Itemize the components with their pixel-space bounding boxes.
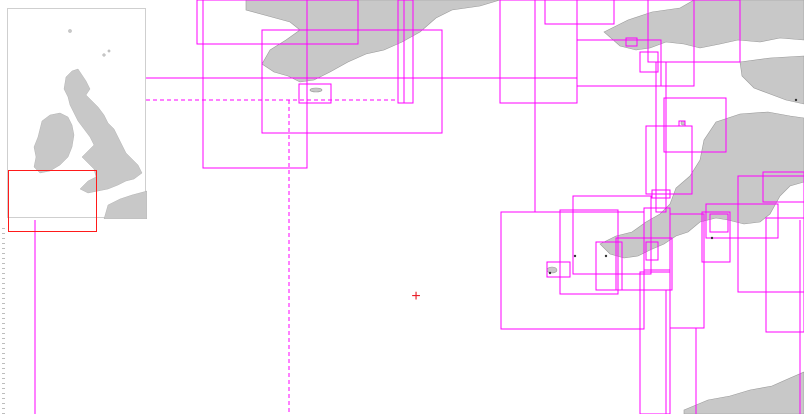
overview-land-shetland [68,29,72,33]
port-markers [548,98,798,275]
overview-land-ireland [33,112,75,174]
overview-land-orkney [102,53,106,57]
land-brittany [683,371,804,414]
chart-coverage-layer[interactable] [34,0,804,414]
chart-outline[interactable] [572,195,652,275]
overview-land-orkney [107,49,111,53]
port-marker [794,98,798,102]
chart-outline[interactable] [701,211,731,263]
chart-outline[interactable] [544,0,615,25]
chart-outline[interactable] [298,83,332,104]
chart-outline[interactable] [196,0,359,45]
chart-outline[interactable] [397,0,414,104]
overview-viewport-frame[interactable] [8,170,97,232]
chart-outline[interactable] [651,189,671,199]
chart-outline[interactable] [705,203,779,239]
chart-outline[interactable] [765,217,804,333]
chart-outline[interactable] [737,175,804,293]
chart-outline[interactable] [559,209,619,295]
land-island-cape-clear [309,87,323,93]
overview-land-great-britain [63,68,143,194]
chart-outline[interactable] [709,213,729,233]
chart-outline[interactable] [261,29,443,134]
port-marker [548,271,552,275]
chart-outline[interactable] [625,37,638,47]
land-island-lundy [680,120,686,126]
land-island-scilly [546,266,558,274]
chart-outline[interactable] [645,125,693,195]
chart-outline[interactable] [678,120,686,127]
chart-outline[interactable] [546,261,571,278]
scale-ruler [2,228,5,414]
chart-outline[interactable] [639,271,671,414]
chart-outline[interactable] [647,0,741,63]
overview-map-canvas [33,29,147,219]
port-marker [604,254,608,258]
overview-land-france [103,190,147,219]
chart-outline[interactable] [669,213,705,329]
port-marker [710,236,714,240]
chart-outline[interactable] [645,241,659,261]
port-marker [573,254,577,258]
land-bristol-channel-south [739,55,804,105]
chart-outline[interactable] [663,97,727,153]
chart-outline[interactable] [595,241,623,291]
crosshair-icon: + [411,288,421,305]
chart-outline[interactable] [576,39,662,87]
chart-outline[interactable] [655,61,667,213]
chart-outline[interactable] [762,171,804,203]
land-south-wales [603,0,804,51]
chart-outline[interactable] [499,0,578,104]
land-ireland-south [245,0,501,83]
chart-outline[interactable] [202,0,308,169]
overview-map[interactable] [7,8,147,219]
